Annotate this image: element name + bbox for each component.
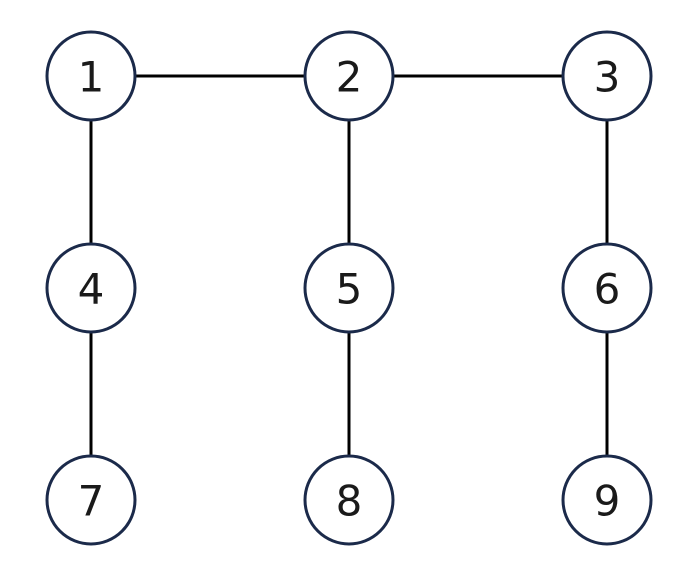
node-circle-5 xyxy=(303,242,395,334)
node-circle-6 xyxy=(561,242,653,334)
node-circle-7 xyxy=(45,454,137,546)
node-circle-9 xyxy=(561,454,653,546)
node-4: 4 xyxy=(45,242,137,334)
node-label-3: 3 xyxy=(594,53,621,102)
node-circle-3 xyxy=(561,30,653,122)
nodes-layer: 1 2 3 4 5 6 7 8 9 xyxy=(45,30,653,546)
node-label-4: 4 xyxy=(78,265,105,314)
node-label-1: 1 xyxy=(78,53,105,102)
node-circle-8 xyxy=(303,454,395,546)
node-label-7: 7 xyxy=(78,477,105,526)
node-3: 3 xyxy=(561,30,653,122)
node-7: 7 xyxy=(45,454,137,546)
node-circle-4 xyxy=(45,242,137,334)
node-5: 5 xyxy=(303,242,395,334)
node-label-5: 5 xyxy=(336,265,363,314)
node-label-6: 6 xyxy=(594,265,621,314)
node-6: 6 xyxy=(561,242,653,334)
node-label-8: 8 xyxy=(336,477,363,526)
node-9: 9 xyxy=(561,454,653,546)
node-8: 8 xyxy=(303,454,395,546)
node-label-9: 9 xyxy=(594,477,621,526)
node-2: 2 xyxy=(303,30,395,122)
node-circle-1 xyxy=(45,30,137,122)
node-circle-2 xyxy=(303,30,395,122)
node-label-2: 2 xyxy=(336,53,363,102)
node-1: 1 xyxy=(45,30,137,122)
